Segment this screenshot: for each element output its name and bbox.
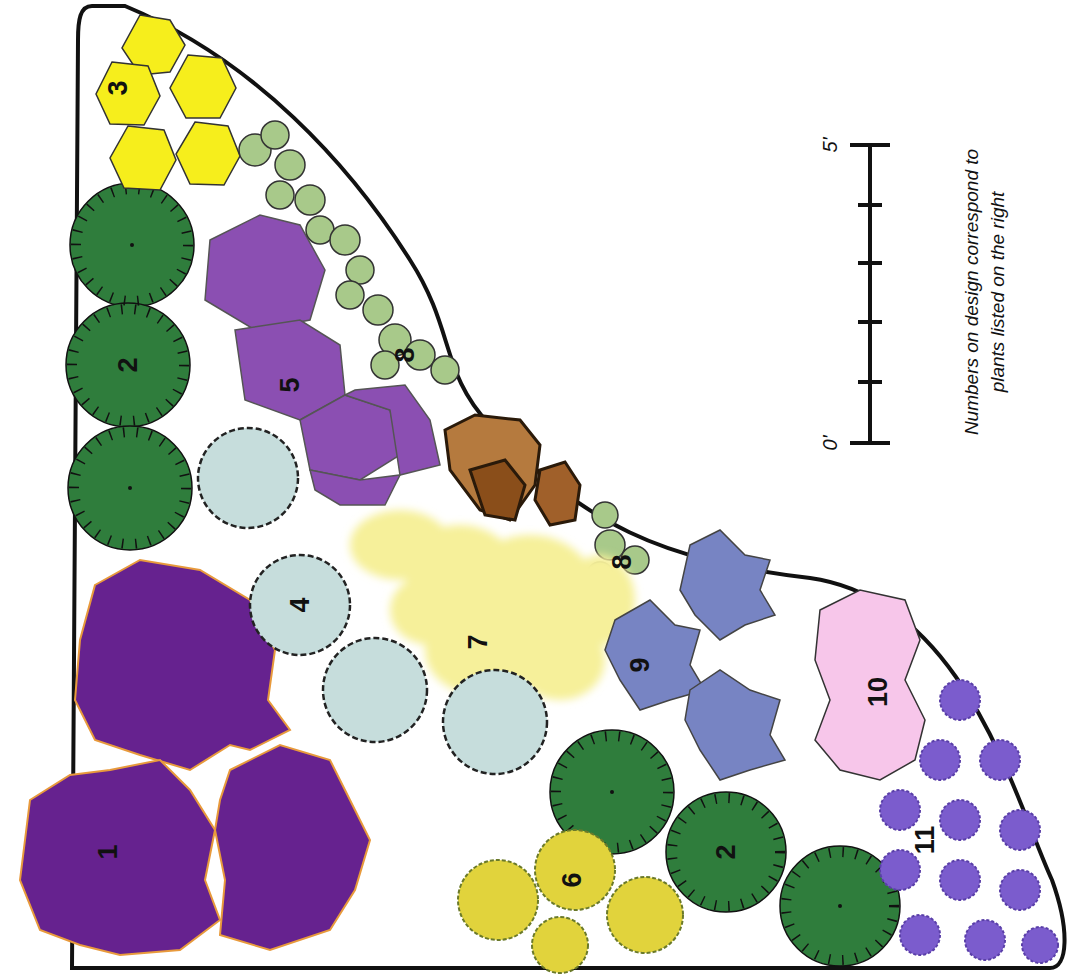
callout-number: 11 <box>910 826 941 855</box>
callout-number: 5 <box>275 377 306 392</box>
plant-ticks <box>72 189 894 960</box>
plant-group-8 <box>239 121 649 588</box>
scale-label: 5' <box>819 138 842 153</box>
plant-group-11 <box>880 680 1058 963</box>
plant-group-2 <box>66 183 900 966</box>
callout-number: 1 <box>93 844 124 859</box>
scale-bar <box>850 145 890 443</box>
boulders <box>445 415 580 525</box>
callout-number: 4 <box>285 597 316 612</box>
callout-number: 6 <box>557 872 588 887</box>
plant-dots <box>128 243 842 908</box>
bed-outline <box>72 6 1065 968</box>
callout-number: 2 <box>113 357 144 372</box>
callout-number: 10 <box>863 677 894 707</box>
plant-group-6 <box>458 830 683 973</box>
plant-group-4 <box>198 428 547 774</box>
callout-number: 3 <box>103 80 134 95</box>
scale-label: 0' <box>819 436 842 451</box>
callout-number: 8 <box>607 554 638 569</box>
callout-number: 9 <box>625 657 656 672</box>
plant-group-9 <box>605 530 785 780</box>
plant-group-3 <box>96 15 240 190</box>
callout-number: 2 <box>711 844 742 859</box>
plant-group-10 <box>815 590 925 780</box>
design-note: Numbers on design correspond to plants l… <box>959 142 1010 442</box>
callout-number: 7 <box>463 634 494 649</box>
callout-number: 8 <box>390 347 421 362</box>
